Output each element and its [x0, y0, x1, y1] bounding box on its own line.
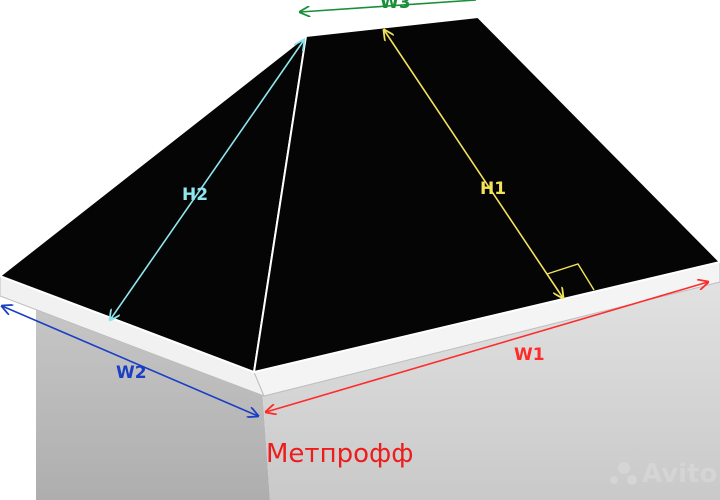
- avito-dot-icon: [618, 462, 630, 474]
- h1-label: H1: [480, 179, 506, 199]
- avito-dot-icon: [627, 475, 637, 485]
- w3-label: W3: [380, 0, 411, 13]
- h2-dimension-line: [110, 40, 304, 320]
- brand-text: Метпрофф: [266, 439, 413, 469]
- h1-dimension-line: [384, 30, 563, 298]
- w1-label: W1: [514, 345, 545, 365]
- avito-dot-icon: [610, 476, 618, 484]
- w2-dimension-line: [2, 306, 258, 416]
- watermark-text: Avito: [642, 459, 717, 489]
- w2-label: W2: [116, 363, 147, 383]
- w1-dimension-line: [266, 282, 708, 412]
- w3-dimension-line: [300, 0, 477, 12]
- h1-right-angle-mark: [546, 263, 595, 291]
- avito-watermark: Avito: [610, 459, 717, 489]
- h2-label: H2: [182, 185, 208, 205]
